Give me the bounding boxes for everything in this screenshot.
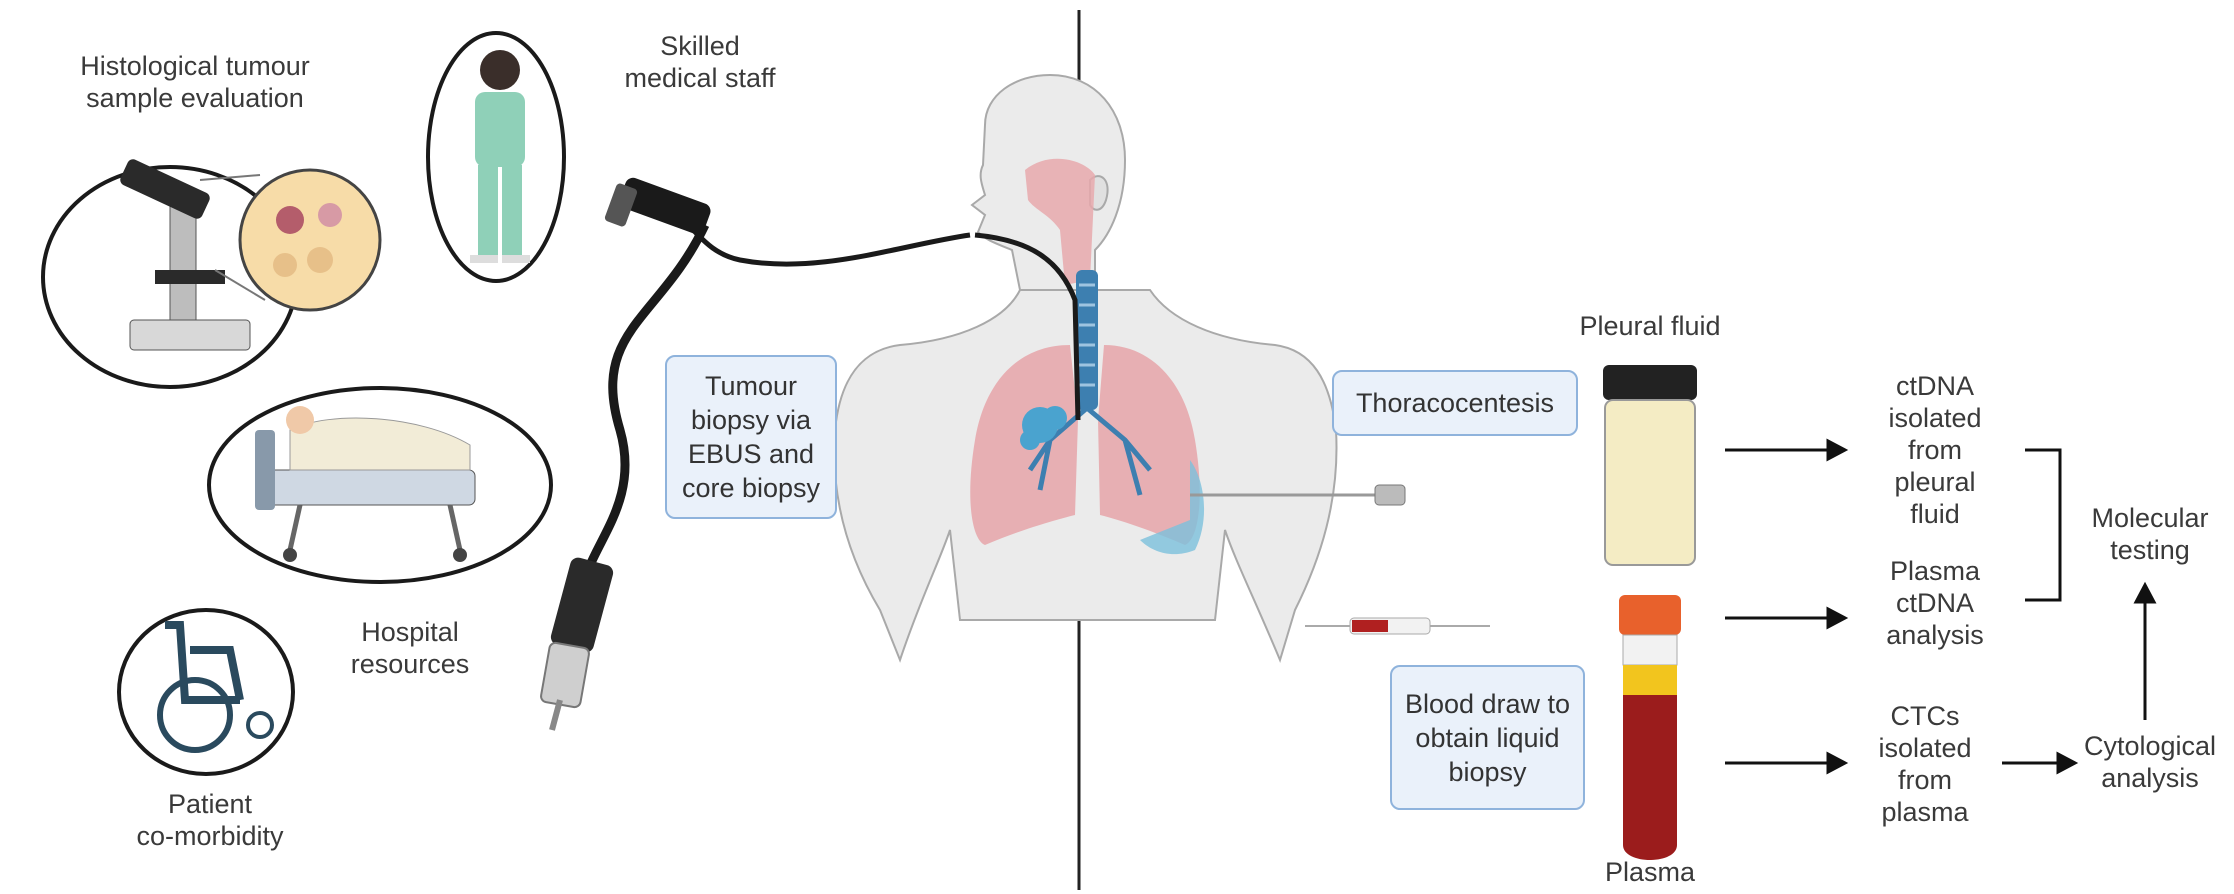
blood-draw-box: Blood draw to obtain liquid biopsy bbox=[1390, 665, 1585, 810]
hospital-label: Hospital resources bbox=[330, 616, 490, 680]
microscope-ellipse bbox=[43, 157, 380, 387]
plasma-ctdna-label: Plasma ctDNA analysis bbox=[1850, 555, 2020, 651]
staff-label: Skilled medical staff bbox=[590, 30, 810, 94]
molecular-label: Molecular testing bbox=[2080, 502, 2220, 566]
ctdna-pleural-label: ctDNA isolated from pleural fluid bbox=[1850, 370, 2020, 530]
plasma-label: Plasma bbox=[1590, 856, 1710, 888]
cytological-label: Cytological analysis bbox=[2075, 730, 2225, 794]
histology-label: Histological tumour sample evaluation bbox=[60, 50, 330, 114]
thoracocentesis-box: Thoracocentesis bbox=[1332, 370, 1578, 436]
human-torso-illustration bbox=[834, 75, 1336, 660]
hospital-bed-ellipse bbox=[209, 388, 551, 582]
wheelchair-ellipse bbox=[119, 610, 293, 774]
pleural-fluid-label: Pleural fluid bbox=[1560, 310, 1740, 342]
medical-staff-ellipse bbox=[428, 33, 564, 281]
pleural-fluid-vial bbox=[1603, 365, 1697, 565]
plasma-blood-tube bbox=[1619, 595, 1681, 860]
biopsy-box: Tumour biopsy via EBUS and core biopsy bbox=[665, 355, 837, 519]
comorbidity-label: Patient co-morbidity bbox=[110, 788, 310, 852]
ctcs-label: CTCs isolated from plasma bbox=[1850, 700, 2000, 828]
blood-syringe bbox=[1305, 618, 1490, 634]
